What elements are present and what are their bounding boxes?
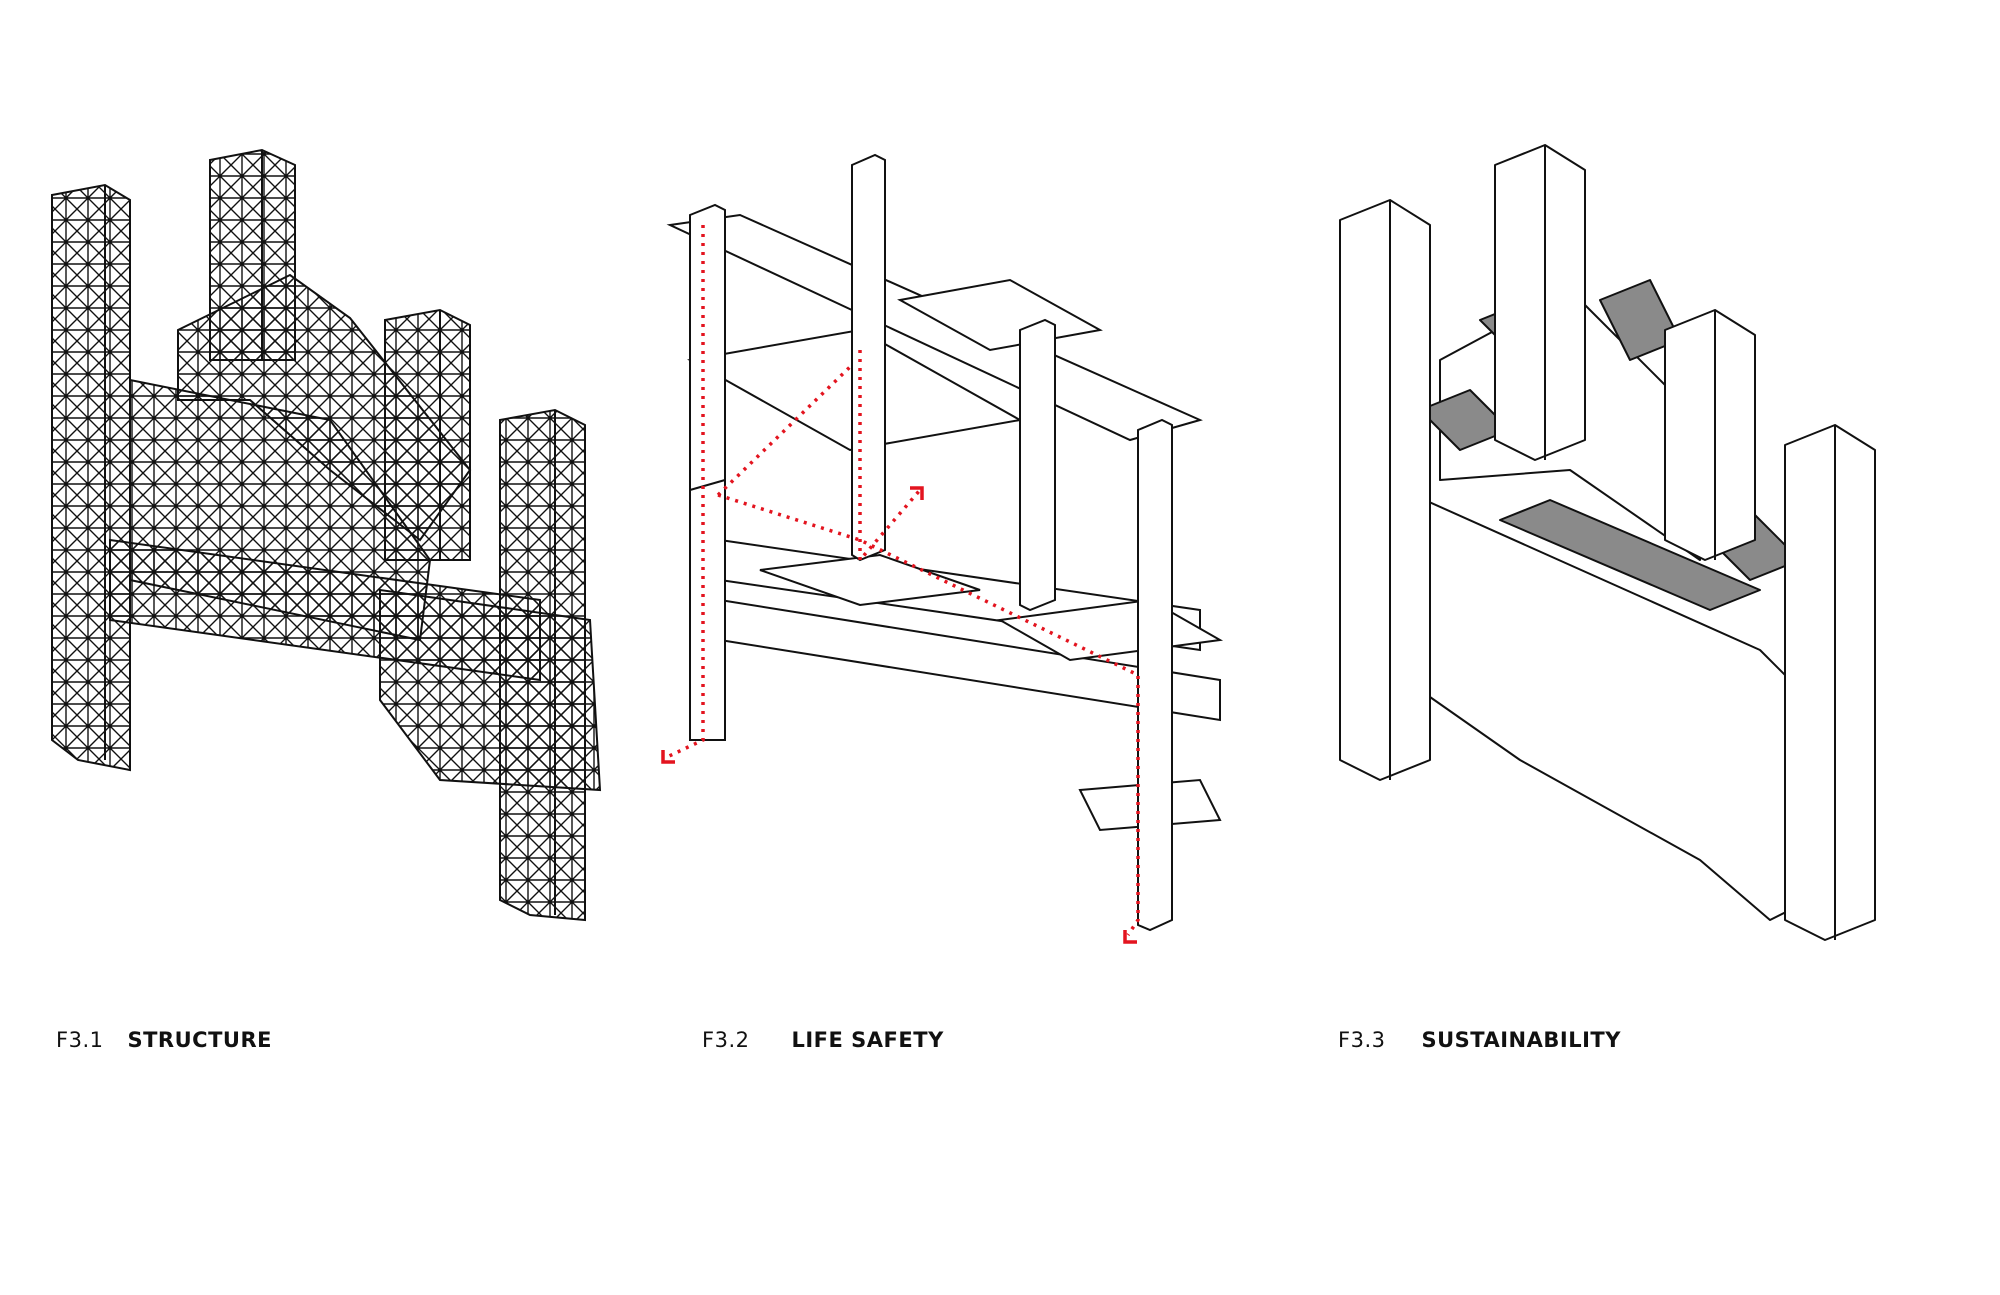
figure-title: SUSTAINABILITY (1421, 1028, 1621, 1052)
tower-mass (1339, 199, 1431, 781)
tower-mass (1784, 424, 1876, 941)
tower-4 (499, 408, 586, 922)
core-3 (1019, 318, 1056, 612)
figure-caption: F3.1 STRUCTURE (56, 1028, 272, 1058)
core-1 (689, 203, 726, 741)
tower-mass (1664, 309, 1756, 561)
roof-surface (1499, 499, 1761, 611)
figure-title: LIFE SAFETY (791, 1028, 944, 1052)
figure-number: F3.2 (702, 1028, 750, 1052)
structure-diagram (51, 148, 602, 922)
tower-mass (1494, 144, 1586, 461)
egress-path (664, 225, 1140, 936)
tower-3 (384, 308, 471, 561)
figure-title: STRUCTURE (127, 1028, 272, 1052)
sustainability-diagram (1339, 144, 1876, 941)
floor-plate (759, 553, 981, 607)
life-safety-diagram (661, 153, 1224, 944)
core-4 (1137, 418, 1173, 932)
tower-2 (209, 148, 296, 361)
figure-caption: F3.2 LIFE SAFETY (702, 1028, 944, 1058)
egress-arrowhead (661, 486, 1137, 944)
tower-1 (51, 183, 131, 772)
figure-number: F3.3 (1338, 1028, 1386, 1052)
figure-number: F3.1 (56, 1028, 104, 1052)
core-2 (851, 153, 886, 562)
figure-caption: F3.3 SUSTAINABILITY (1338, 1028, 1621, 1058)
